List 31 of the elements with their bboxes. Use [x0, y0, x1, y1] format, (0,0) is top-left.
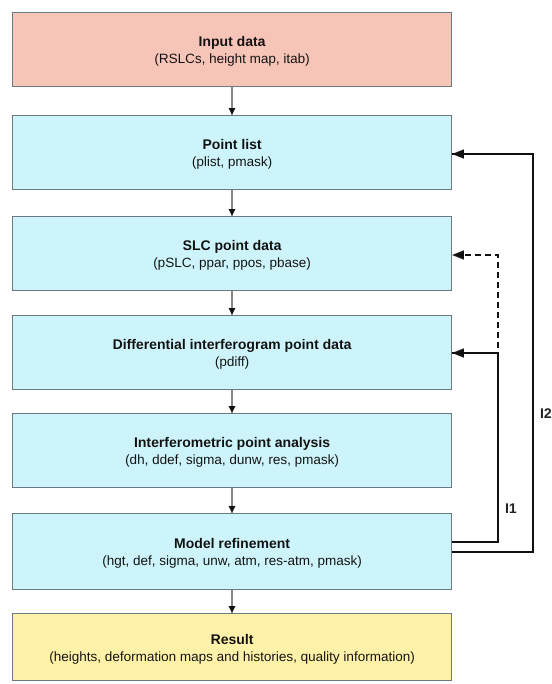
node-title: Result: [210, 630, 254, 648]
flow-arrow: [228, 390, 236, 414]
node-title: Differential interferogram point data: [112, 335, 352, 353]
flow-arrow: [228, 86, 236, 116]
node-title: Model refinement: [174, 534, 290, 552]
node-detail: (plist, pmask): [190, 153, 274, 170]
feedback-arrow: [452, 348, 499, 543]
process-box: [12, 216, 452, 291]
process-box: [12, 115, 452, 190]
node-detail: (pSLC, ppar, ppos, pbase): [152, 254, 312, 271]
node-detail: (pdiff): [214, 353, 250, 370]
flow-arrow: [228, 590, 236, 614]
node-title: Interferometric point analysis: [134, 433, 330, 451]
node-title: Point list: [202, 135, 262, 153]
node-title: Input data: [198, 32, 266, 50]
edge-label: I2: [539, 405, 552, 421]
process-box: [12, 413, 452, 488]
node-detail: (dh, ddef, sigma, dunw, res, pmask): [124, 451, 340, 468]
node-detail: (RSLCs, height map, itab): [153, 50, 311, 67]
flow-arrow: [228, 290, 236, 316]
node-title: SLC point data: [182, 236, 282, 254]
feedback-arrow: [452, 149, 534, 553]
process-box: [12, 315, 452, 390]
flow-arrow: [228, 488, 236, 514]
result-box: [12, 613, 452, 681]
process-box: [12, 513, 452, 590]
node-detail: (hgt, def, sigma, unw, atm, res-atm, pmask): [101, 552, 363, 569]
dashed-feedback-arrow: [452, 250, 499, 543]
flow-arrow: [228, 190, 236, 216]
node-detail: (heights, deformation maps and histories, quality information): [48, 648, 416, 664]
input-box: [12, 12, 452, 87]
